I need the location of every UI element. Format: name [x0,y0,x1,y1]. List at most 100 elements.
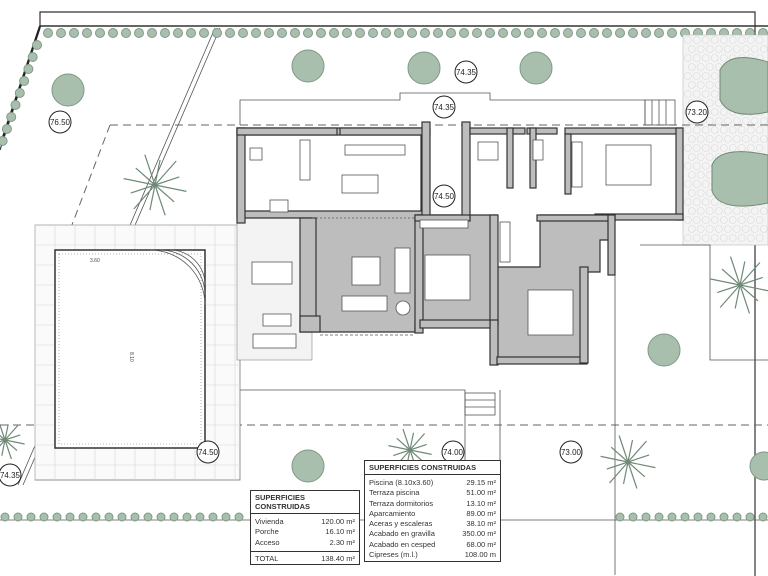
cooktop [269,199,289,213]
palm-icon [0,423,25,460]
hedge-shrub [14,88,25,98]
pool-width-label: 3.60 [90,258,100,264]
hedge-shrub [381,28,391,38]
hedge-shrub [182,512,192,522]
dining-table [341,174,379,194]
hedge-shrub [303,28,313,38]
hedge-shrub [1,124,12,134]
hedge-shrub [130,512,140,522]
hedge-shrub [27,52,38,62]
hedge-shrub [104,512,114,522]
hedge-shrub [628,512,638,522]
svg-text:73.20: 73.20 [687,108,708,117]
elevation-marker-front-center: 74.00 [441,440,465,464]
hedge-shrub [654,28,664,38]
hedge-shrub [745,512,755,522]
table-row: Piscina (8.10x3.60)29.15 m² [369,478,496,487]
hedge-shrub [56,28,66,38]
hedge-shrub [420,28,430,38]
exterior-area-title: SUPERFICIES CONSTRUIDAS [365,461,500,475]
hedge-shrub [160,28,170,38]
pool-deck: 3.60 8.10 [34,224,241,481]
hedge-shrub [199,28,209,38]
hedge-shrub [667,28,677,38]
tree-icon [749,451,768,481]
elevation-marker-top-center-upper: 74.35 [454,60,478,84]
sofa-2 [341,295,388,312]
hedge-shrub [355,28,365,38]
hedge-shrub [10,100,21,110]
hedge-shrub [195,512,205,522]
hedge-shrub [32,40,42,50]
hedge-shrub [589,28,599,38]
cypress-hedge [0,28,768,522]
svg-text:74.35: 74.35 [0,471,21,480]
palm-icon [600,435,656,489]
porch-table [251,261,293,285]
hedge-shrub [615,512,625,522]
hedge-shrub [69,28,79,38]
furniture [249,139,652,336]
elevation-marker-bottom-left: 74.35 [0,463,22,487]
elevation-marker-hall: 74.50 [432,184,456,208]
swimming-pool [54,249,206,449]
svg-text:74.50: 74.50 [434,192,455,201]
hedge-shrub [316,28,326,38]
hedge-shrub [446,28,456,38]
hedge-shrub [169,512,179,522]
kitchen-counter [344,144,406,156]
hedge-shrub [290,28,300,38]
hedge-shrub [238,28,248,38]
hedge-shrub [693,512,703,522]
hedge-shrub [13,512,23,522]
sofa [394,247,411,294]
hedge-shrub [758,512,768,522]
hedge-shrub [680,512,690,522]
hedge-shrub [628,28,638,38]
sink [249,147,263,161]
hedge-shrub [147,28,157,38]
car-1 [719,57,768,115]
tree-icon [291,49,325,83]
hedge-shrub [234,512,244,522]
wardrobe-bedroom-2 [419,219,469,229]
hedge-shrub [65,512,75,522]
hedge-shrub [407,28,417,38]
svg-text:74.35: 74.35 [434,103,455,112]
bed-bedroom-3 [527,289,574,336]
parking-area [682,34,768,246]
hedge-shrub [472,28,482,38]
tree-icon [291,449,325,483]
hedge-shrub [43,28,53,38]
hedge-shrub [368,28,378,38]
hedge-shrub [706,512,716,522]
hedge-shrub [524,28,534,38]
bed-bedroom-2 [424,254,471,301]
hedge-shrub [134,28,144,38]
hedge-shrub [576,28,586,38]
hedge-shrub [641,512,651,522]
hedge-shrub [329,28,339,38]
tree-icon [407,51,441,85]
stairs [464,99,676,416]
hedge-shrub [719,512,729,522]
hedge-shrub [251,28,261,38]
hedge-shrub [6,112,17,122]
hedge-shrub [212,28,222,38]
svg-text:74.35: 74.35 [456,68,477,77]
hedge-shrub [667,512,677,522]
coffee-table [351,256,381,286]
hedge-shrub [78,512,88,522]
elevation-marker-top-left: 76.50 [48,110,72,134]
hedge-shrub [654,512,664,522]
svg-text:74.50: 74.50 [198,448,219,457]
hedge-shrub [485,28,495,38]
